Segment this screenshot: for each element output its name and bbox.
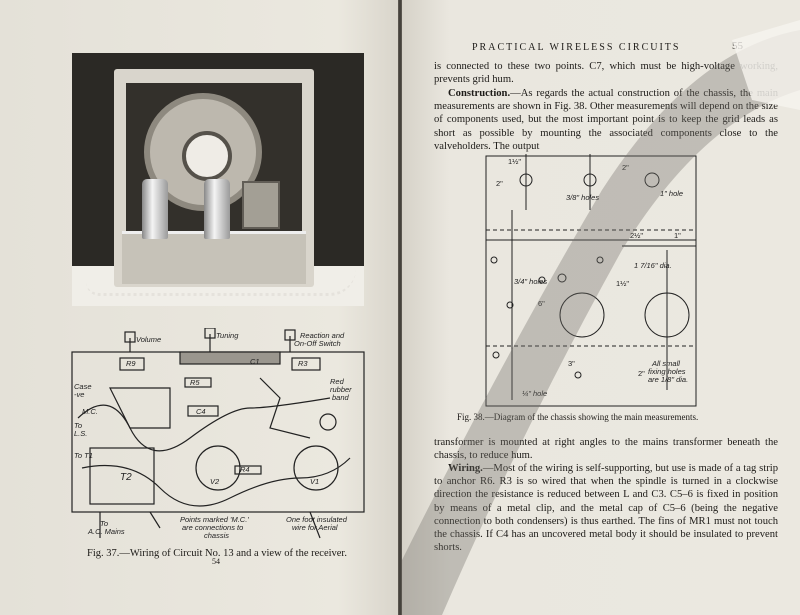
book-gutter (396, 0, 404, 615)
wiring-label-ac-mains: A.C. Mains (88, 527, 125, 536)
receiver-cabinet (114, 69, 314, 287)
wiring-label-ls: L.S. (74, 429, 88, 438)
dim-14: All small (652, 359, 680, 368)
dim-7: 1" (674, 231, 681, 240)
heading-construction: Construction. (448, 88, 511, 99)
dim-1: 1½" (508, 157, 522, 166)
paragraph-wiring: Wiring.—Most of the wiring is self-suppo… (434, 462, 778, 554)
wiring-label-c4: C4 (196, 407, 206, 416)
dim-10: 3/4" holes (514, 277, 548, 286)
dim-4: 3/8" holes (566, 193, 600, 202)
wiring-label-case-ve: -ve (74, 390, 85, 399)
wiring-label-case: Case (74, 382, 92, 391)
page-number-right: 55 (732, 40, 743, 52)
dim-6: 2½" (630, 231, 644, 240)
dim-12: 3" (568, 359, 575, 368)
wiring-diagram: Volume Tuning Reaction and On-Off Switch… (70, 328, 370, 544)
figure-37-caption: Fig. 37.—Wiring of Circuit No. 13 and a … (87, 548, 347, 559)
wiring-label-c1: C1 (250, 357, 260, 366)
wiring-label-rubber: rubber (330, 385, 352, 394)
wiring-label-r3: R3 (298, 359, 308, 368)
dim-11: 6" (538, 299, 545, 308)
wiring-label-r4: R4 (240, 465, 250, 474)
right-page: PRACTICAL WIRELESS CIRCUITS 55 is connec… (402, 0, 800, 615)
paragraph-construction: Construction.—As regards the actual cons… (434, 87, 778, 153)
paragraph-1: is connected to these two points. C7, wh… (434, 61, 778, 86)
page-number-left: 54 (212, 557, 220, 566)
dim-16: are 1/8" dia. (648, 375, 689, 384)
wiring-label-r5: R5 (190, 378, 200, 387)
wiring-label-points1: Points marked 'M.C.' (180, 515, 249, 524)
dim-13: 2" (638, 369, 645, 378)
figure-38-caption: Fig. 38.—Diagram of the chassis showing … (457, 412, 699, 422)
dim-3: 2" (622, 163, 629, 172)
wiring-label-band: band (332, 393, 349, 402)
heading-wiring: Wiring. (448, 463, 483, 474)
wiring-label-to-ls: To (74, 421, 83, 430)
wiring-label-points3: chassis (204, 531, 230, 540)
wiring-label-red: Red (330, 377, 344, 386)
receiver-photo (72, 53, 364, 306)
wiring-label-onoff: On-Off Switch (294, 339, 341, 348)
wiring-label-t2: T2 (120, 472, 132, 483)
dim-15: fixing holes (648, 367, 686, 376)
wiring-label-to-ac: To (100, 519, 109, 528)
running-header: PRACTICAL WIRELESS CIRCUITS (472, 42, 681, 53)
wiring-label-mc: M.C. (82, 407, 98, 416)
dim-5: 1" hole (660, 189, 684, 198)
left-page: Volume Tuning Reaction and On-Off Switch… (0, 0, 398, 615)
dim-9: 1½" (616, 279, 630, 288)
wiring-label-foot1: One foot insulated (286, 515, 347, 524)
dim-17: ¼" hole (522, 389, 548, 398)
wiring-label-points2: are connections to (182, 523, 244, 532)
chassis-diagram: 1½" 2" 2" 3/8" holes 1" hole 2½" 1" 1 7/… (482, 150, 702, 412)
dim-2: 2" (496, 179, 503, 188)
wiring-label-v1: V1 (310, 477, 320, 486)
dim-8: 1 7/16" dia. (634, 261, 672, 270)
construction-text: —As regards the actual construction of t… (434, 88, 778, 152)
wiring-label-r9: R9 (126, 359, 136, 368)
wiring-label-to-t1: To T1 (74, 451, 93, 460)
wiring-label-tuning: Tuning (216, 331, 239, 340)
wiring-label-v2: V2 (210, 477, 220, 486)
paragraph-transformer: transformer is mounted at right angles t… (434, 437, 778, 462)
wiring-label-volume: Volume (136, 335, 162, 344)
wiring-label-reaction: Reaction and (300, 331, 345, 340)
wiring-text: —Most of the wiring is self-supporting, … (434, 463, 778, 554)
wiring-label-foot2: wire for Aerial (292, 523, 338, 532)
